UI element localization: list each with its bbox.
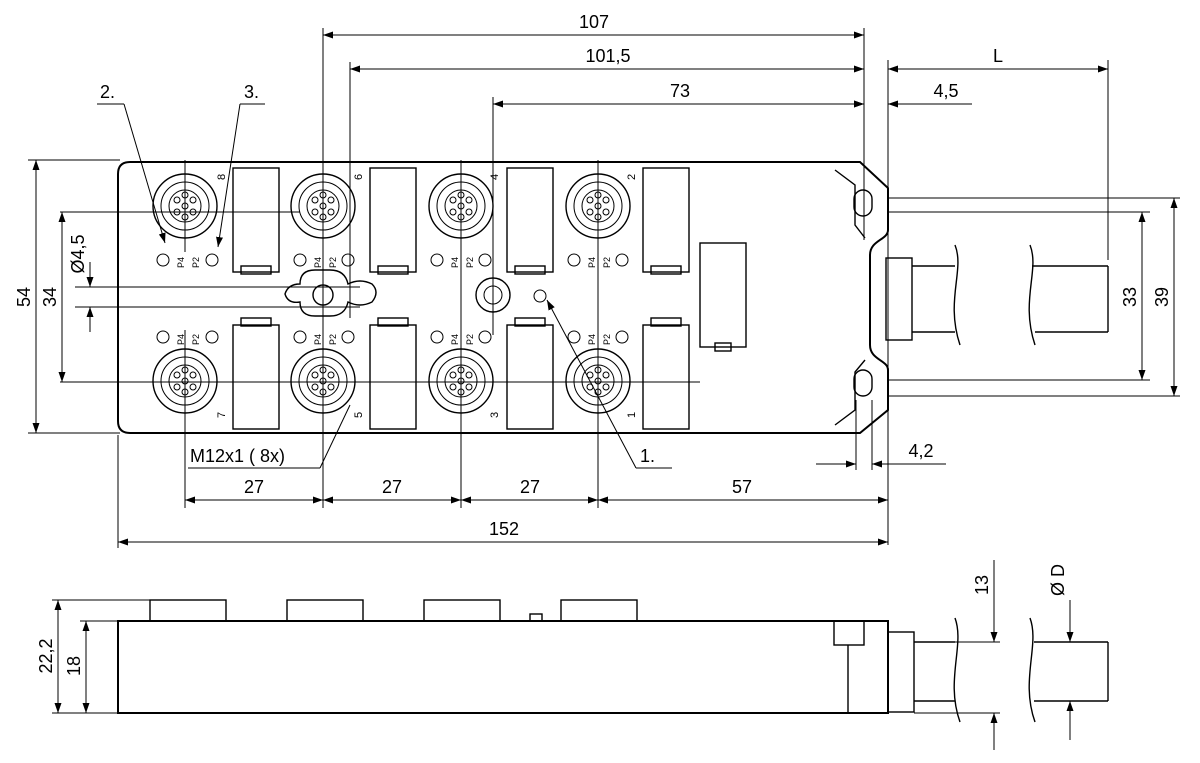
label-window [232, 324, 280, 430]
dim-34: 34 [40, 287, 60, 307]
led [478, 330, 492, 344]
cable-top [912, 244, 1109, 346]
led-label-p4: P4 [587, 257, 597, 268]
dim-107: 107 [579, 12, 609, 32]
label-window [642, 324, 690, 430]
led-label-p2: P2 [602, 334, 612, 345]
mounting-slot-center [284, 269, 377, 317]
led-label-p4: P4 [176, 334, 186, 345]
led [205, 330, 219, 344]
side-led-nub [529, 613, 543, 622]
top-view [60, 28, 1109, 508]
led-label-p2: P2 [465, 257, 475, 268]
power-led [533, 289, 547, 303]
port-labels: 8 6 4 2 7 5 3 1 P4 P2 P4 P2 P4 P2 P4 P2 … [176, 174, 638, 418]
side-connector [149, 599, 227, 622]
label-window [369, 167, 417, 273]
side-cable-gland [887, 631, 915, 713]
dimensions-top: 107 101,5 73 L 4,5 54 34 Ø4,5 33 39 [14, 12, 1180, 548]
led-label-p2: P2 [191, 257, 201, 268]
led [430, 253, 444, 267]
led-label-p4: P4 [313, 257, 323, 268]
dim-152: 152 [489, 519, 519, 539]
led [341, 253, 355, 267]
port-number-8: 8 [216, 174, 228, 180]
led-label-p4: P4 [450, 257, 460, 268]
dim-73: 73 [670, 81, 690, 101]
dim-18: 18 [64, 656, 84, 676]
mounting-slot-bottom [853, 369, 873, 397]
led [430, 330, 444, 344]
dim-101-5: 101,5 [585, 46, 630, 66]
port-number-2: 2 [626, 174, 638, 180]
led [205, 253, 219, 267]
side-connector [286, 599, 364, 622]
mounting-slot-top [853, 189, 873, 217]
led-label-p2: P2 [602, 257, 612, 268]
port-number-4: 4 [489, 174, 501, 180]
led [341, 330, 355, 344]
cable-gland [885, 257, 913, 341]
led-label-p4: P4 [450, 334, 460, 345]
side-connector [423, 599, 501, 622]
dim-27-b: 27 [382, 477, 402, 497]
dim-33: 33 [1120, 287, 1140, 307]
callout-1: 1. [640, 446, 655, 466]
led [293, 330, 307, 344]
led [478, 253, 492, 267]
dim-54: 54 [14, 287, 34, 307]
dim-13: 13 [972, 575, 992, 595]
led-label-p4: P4 [587, 334, 597, 345]
dim-22-2: 22,2 [36, 638, 56, 673]
led [156, 253, 170, 267]
port-number-3: 3 [489, 412, 501, 418]
led-label-p2: P2 [191, 334, 201, 345]
label-window [369, 324, 417, 430]
callout-connector: M12x1 ( 8x) [190, 446, 285, 466]
dim-57: 57 [732, 477, 752, 497]
side-view [117, 599, 1109, 723]
dim-27-c: 27 [520, 477, 540, 497]
led [567, 330, 581, 344]
led [567, 253, 581, 267]
side-housing [117, 620, 889, 714]
label-window [232, 167, 280, 273]
dim-L: L [993, 46, 1003, 66]
dim-4-2: 4,2 [908, 441, 933, 461]
callout-3: 3. [244, 82, 259, 102]
dim-4-5: 4,5 [933, 81, 958, 101]
label-window [642, 167, 690, 273]
led [615, 253, 629, 267]
dimensions-side: 22,2 18 13 Ø D [36, 560, 1074, 750]
label-window [506, 324, 554, 430]
dim-hole-4-5: Ø4,5 [68, 234, 88, 273]
dim-39: 39 [1152, 287, 1172, 307]
port-number-1: 1 [626, 412, 638, 418]
callouts: 2. 3. 1. M12x1 ( 8x) [97, 82, 672, 469]
label-window [506, 167, 554, 273]
led-label-p4: P4 [176, 257, 186, 268]
port-number-7: 7 [216, 412, 228, 418]
led-label-p2: P2 [328, 257, 338, 268]
led-label-p2: P2 [465, 334, 475, 345]
led [615, 330, 629, 344]
led-label-p2: P2 [328, 334, 338, 345]
led [156, 330, 170, 344]
callout-2: 2. [100, 82, 115, 102]
led-label-p4: P4 [313, 334, 323, 345]
port-number-5: 5 [353, 412, 365, 418]
side-connector [560, 599, 638, 622]
led [293, 253, 307, 267]
dim-D: Ø D [1048, 564, 1068, 596]
port-number-6: 6 [353, 174, 365, 180]
label-window-large [699, 242, 747, 348]
dim-27-a: 27 [244, 477, 264, 497]
